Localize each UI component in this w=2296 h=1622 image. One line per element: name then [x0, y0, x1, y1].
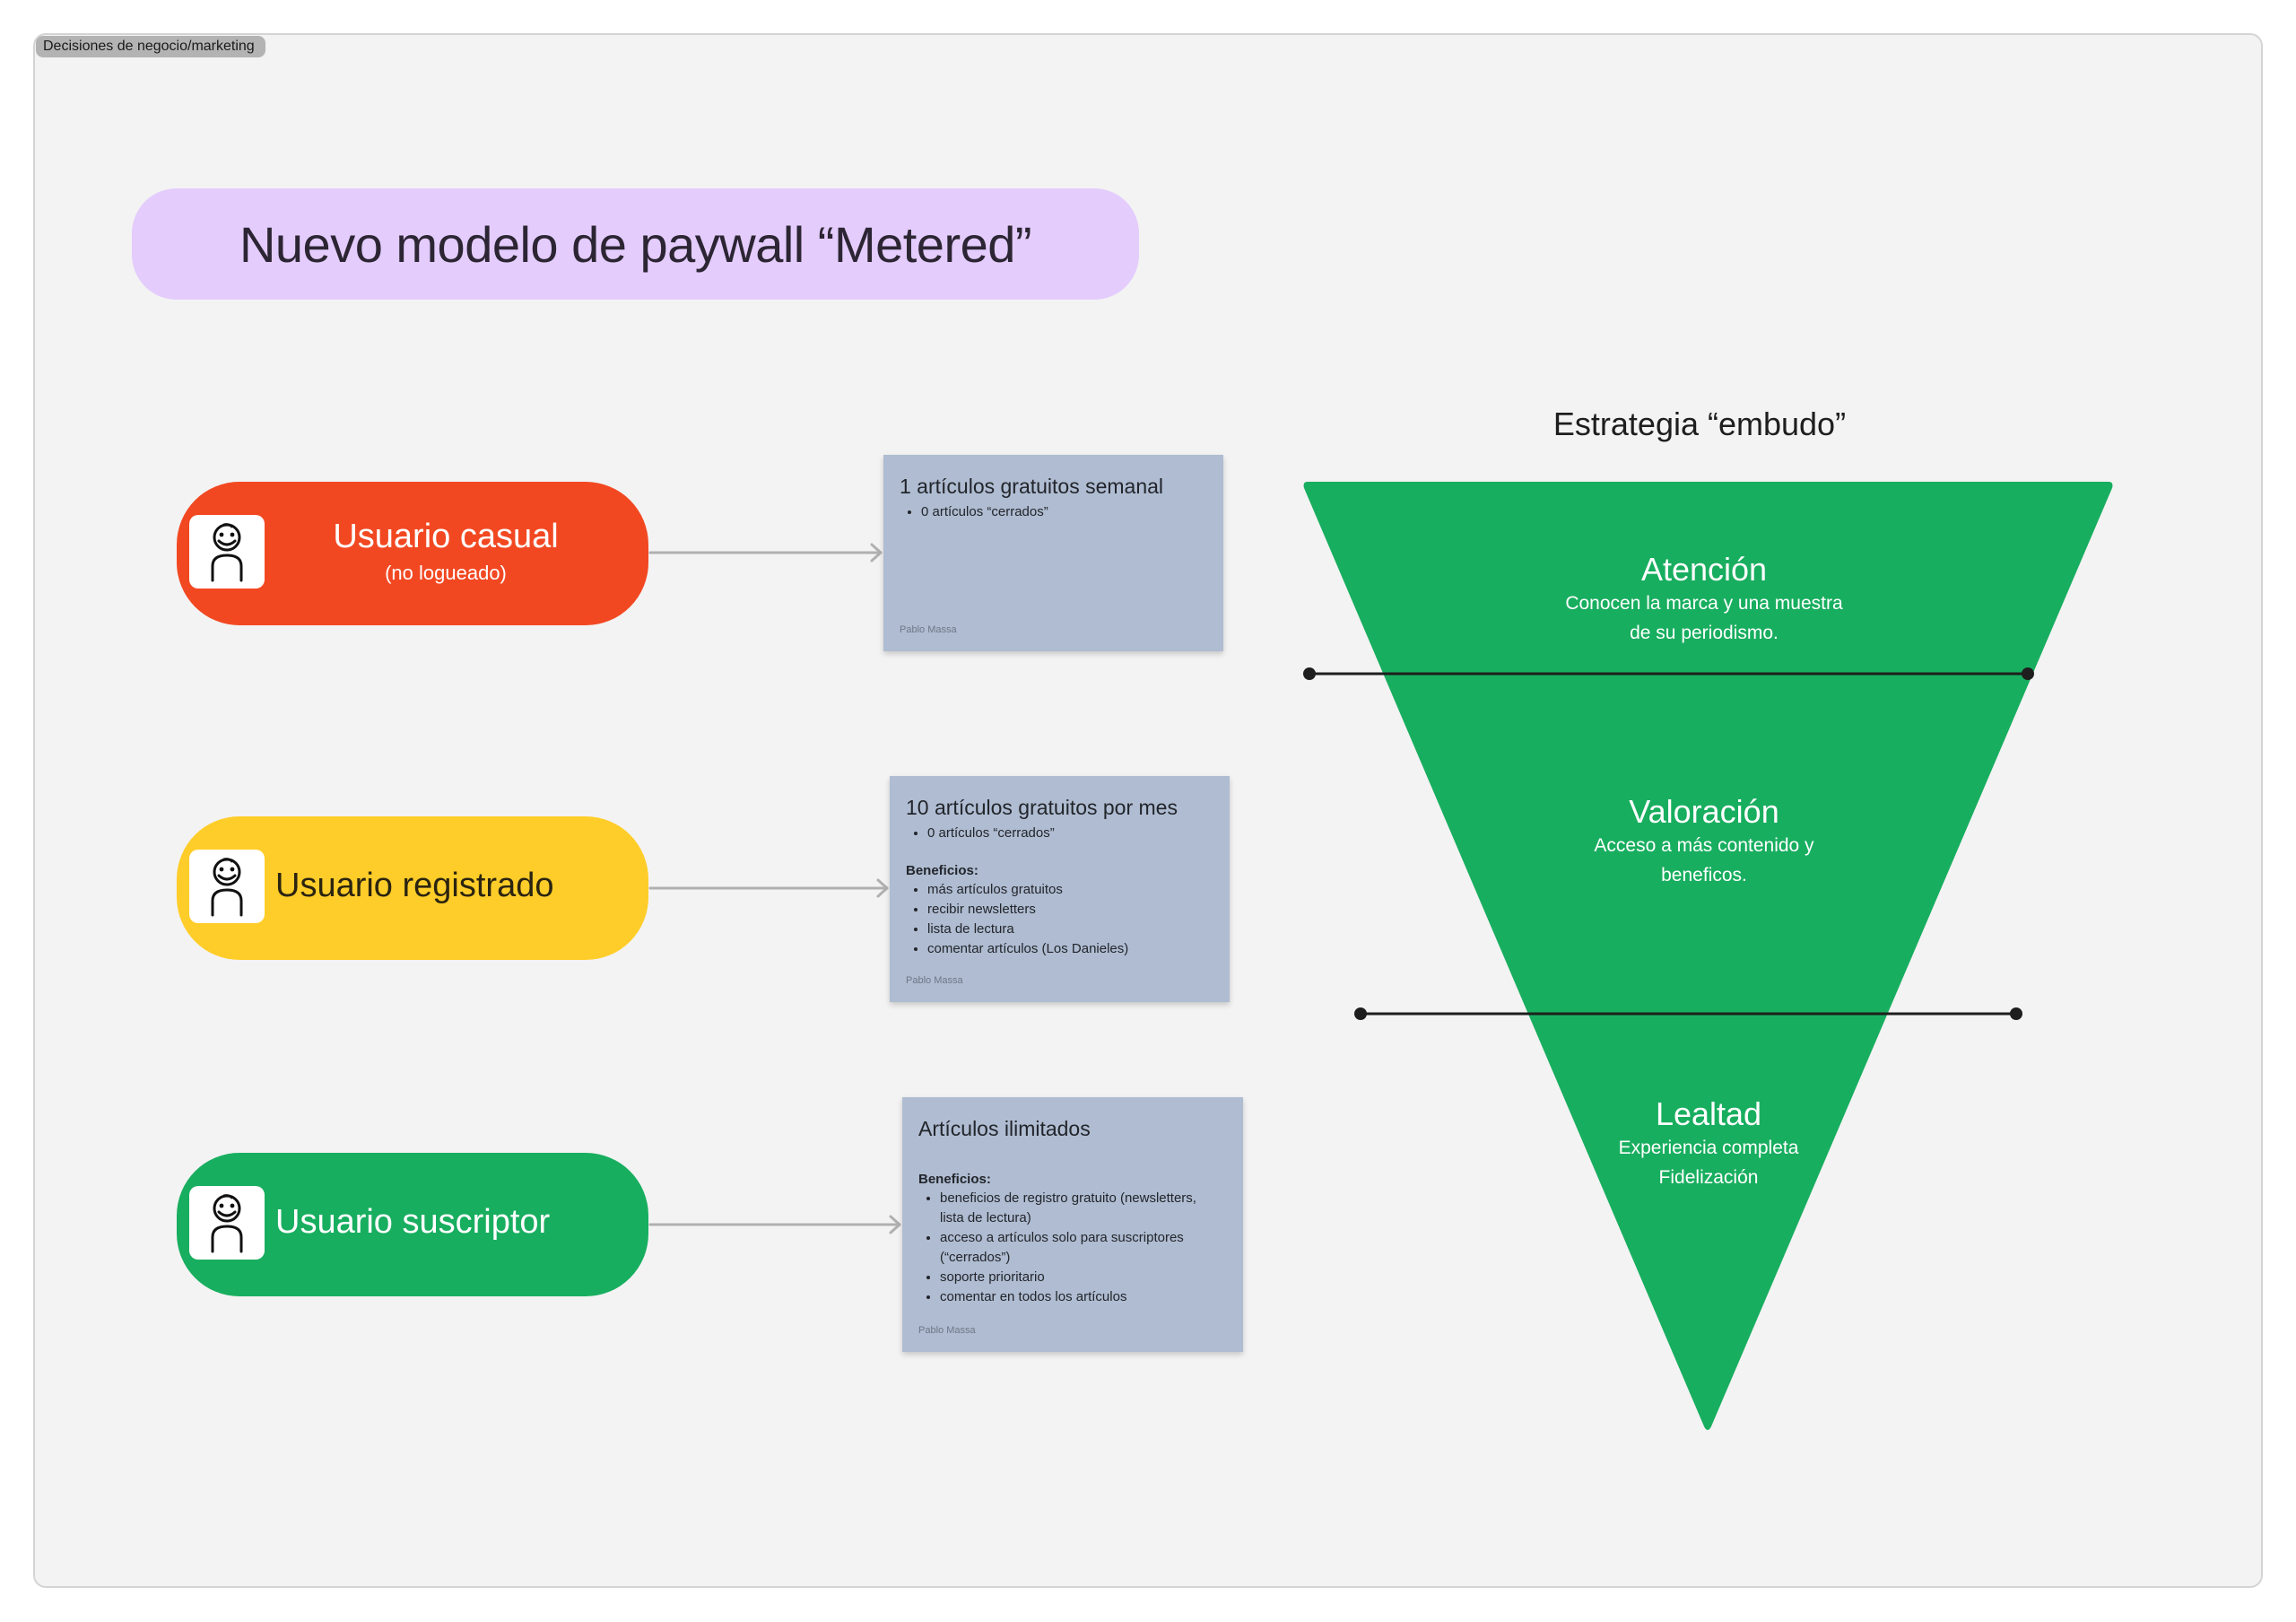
benefit-item: beneficios de registro gratuito (newslet…	[940, 1189, 1200, 1228]
user-label: Usuario suscriptor	[275, 1203, 551, 1241]
user-doodle-icon	[189, 1186, 265, 1260]
funnel-stage-atencion[interactable]: Atención Conocen la marca y una muestra …	[1525, 551, 1883, 648]
stage-desc-line: beneficos.	[1661, 865, 1747, 885]
user-pill-casual[interactable]: Usuario casual (no logueado)	[177, 482, 648, 625]
funnel-stage-lealtad[interactable]: Lealtad Experiencia completa Fidelizació…	[1534, 1095, 1883, 1192]
user-label: Usuario casual	[333, 518, 559, 555]
sticky-note-suscriptor[interactable]: Artículos ilimitados Beneficios: benefic…	[902, 1097, 1243, 1352]
benefit-item: comentar artículos (Los Danieles)	[927, 939, 1213, 959]
stage-desc-line: de su periodismo.	[1630, 623, 1779, 643]
page-title: Nuevo modelo de paywall “Metered”	[239, 215, 1032, 273]
benefit-item: acceso a artículos solo para suscriptore…	[940, 1228, 1200, 1268]
connector-arrow-registrado[interactable]	[648, 878, 889, 898]
stage-desc-line: Conocen la marca y una muestra	[1565, 593, 1843, 614]
sticky-note-registrado[interactable]: 10 artículos gratuitos por mes 0 artícul…	[890, 776, 1230, 1002]
stage-desc-line: Acceso a más contenido y	[1594, 835, 1814, 856]
benefit-item: comentar en todos los artículos	[940, 1287, 1200, 1307]
connector-arrow-casual[interactable]	[648, 543, 883, 562]
user-doodle-icon	[189, 850, 265, 923]
benefits-label: Beneficios:	[918, 1172, 991, 1187]
card-bullet: 0 artículos “cerrados”	[921, 502, 1207, 522]
user-sublabel: (no logueado)	[385, 562, 507, 584]
stage-title: Atención	[1640, 551, 1768, 588]
funnel-stage-valoracion[interactable]: Valoración Acceso a más contenido y bene…	[1525, 793, 1883, 890]
sticky-note-casual[interactable]: 1 artículos gratuitos semanal 0 artículo…	[883, 455, 1223, 651]
stage-desc-line: Fidelización	[1658, 1167, 1759, 1188]
benefits-list: beneficios de registro gratuito (newslet…	[918, 1189, 1227, 1307]
card-title: 10 artículos gratuitos por mes	[906, 796, 1178, 819]
funnel-divider-2[interactable]	[1354, 1007, 2022, 1020]
benefit-item: recibir newsletters	[927, 900, 1213, 920]
benefit-item: lista de lectura	[927, 920, 1213, 939]
user-doodle-icon	[189, 515, 265, 589]
benefit-item: soporte prioritario	[940, 1268, 1200, 1287]
title-banner[interactable]: Nuevo modelo de paywall “Metered”	[132, 188, 1139, 300]
card-author: Pablo Massa	[906, 975, 963, 986]
stage-title: Lealtad	[1655, 1095, 1762, 1132]
stage-desc-line: Experiencia completa	[1618, 1138, 1799, 1158]
stage-title: Valoración	[1629, 793, 1779, 830]
benefit-item: más artículos gratuitos	[927, 880, 1213, 900]
user-pill-suscriptor[interactable]: Usuario suscriptor	[177, 1153, 648, 1296]
user-pill-registrado[interactable]: Usuario registrado	[177, 816, 648, 960]
funnel-divider-1[interactable]	[1303, 667, 2034, 680]
section-label[interactable]: Decisiones de negocio/marketing	[36, 36, 265, 57]
benefits-list: más artículos gratuitos recibir newslett…	[906, 880, 1213, 959]
card-title: Artículos ilimitados	[918, 1117, 1091, 1140]
card-author: Pablo Massa	[900, 624, 957, 635]
card-bullets: 0 artículos “cerrados”	[900, 502, 1207, 522]
connector-arrow-suscriptor[interactable]	[648, 1215, 901, 1234]
card-bullets: 0 artículos “cerrados”	[906, 824, 1213, 843]
card-author: Pablo Massa	[918, 1325, 976, 1336]
funnel-heading[interactable]: Estrategia “embudo”	[1552, 406, 1847, 442]
card-bullet: 0 artículos “cerrados”	[927, 824, 1213, 843]
user-label: Usuario registrado	[275, 867, 554, 904]
card-title: 1 artículos gratuitos semanal	[900, 475, 1164, 498]
funnel-shape[interactable]	[1303, 482, 2113, 1430]
benefits-label: Beneficios:	[906, 863, 978, 878]
